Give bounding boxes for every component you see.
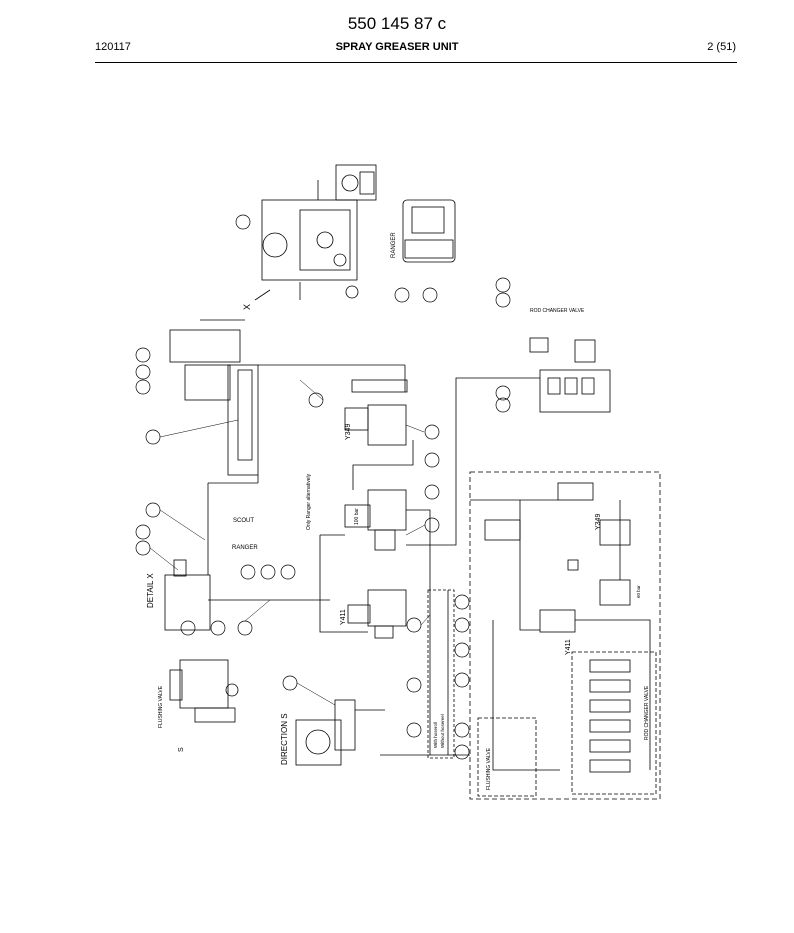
rod-changer-manifold-top [529,337,611,413]
rod-changer-valve-top-label: ROD CHANGER VALVE [530,308,585,314]
ranger-control-unit [402,199,456,263]
without-hosereel-label: Without hosereel [440,714,445,748]
ranger-top-label: RANGER [391,232,397,258]
header-rule [95,62,737,63]
with-hoseroll-label: With hoseroll [433,722,438,748]
direction-s-label: DIRECTION S [280,713,289,765]
right-module-components [484,482,631,633]
valve-y411-left [347,589,407,639]
flushing-valve-assembly [169,659,239,723]
scout-label: SCOUT [233,518,254,524]
flushing-valve-enclosure [477,717,537,797]
pressure-60bar-label: 60 bar [636,585,641,598]
y349-right-label: Y349 [595,514,602,530]
hose-option-enclosure [427,589,455,759]
valve-y349-upper [344,365,408,446]
flushing-valve-left-label: FLUSHING VALVE [158,685,164,728]
pressure-100bar-label: 100 bar [354,508,360,525]
main-cylinder [169,319,405,476]
hose-lines [207,377,651,771]
rod-changer-enclosure [571,651,657,795]
rod-changer-valve-stack [589,659,631,773]
document-title: SPRAY GREASER UNIT [335,41,459,53]
y349-upper-label: Y349 [345,424,352,440]
ranger-label: RANGER [232,545,258,551]
document-number: 550 145 87 c [347,14,447,33]
callout-bubbles [135,214,511,760]
x-marker: X [242,304,252,310]
page-number: 2 (51) [707,41,736,53]
leader-lines [149,379,431,706]
detail-x-block [164,559,330,631]
module-enclosure [469,471,661,800]
s-marker: S [178,747,185,752]
flushing-valve-label: FLUSHING VALVE [486,747,492,790]
pump-assembly [254,164,377,301]
y411-right-label: Y411 [565,639,572,655]
y411-left-label: Y411 [340,609,347,625]
direction-s-fitting [295,699,385,766]
detail-x-label: DETAIL X [146,573,155,608]
date-code: 120117 [95,41,131,53]
only-ranger-label: Only Ranger alternatively [306,473,312,530]
rod-changer-valve-label: ROD CHANGER VALVE [644,685,650,740]
